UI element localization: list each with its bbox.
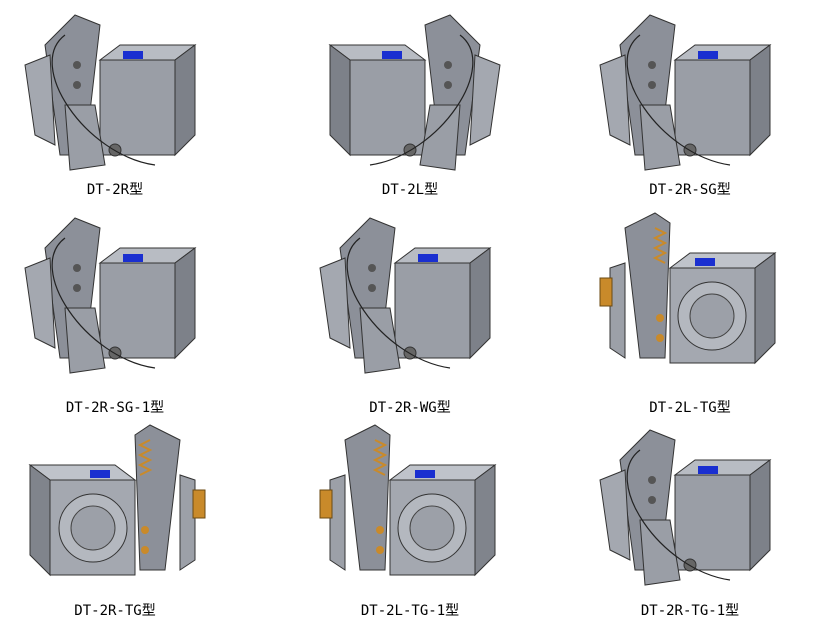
brake-model-image (300, 420, 520, 595)
brake-model-image (300, 208, 520, 383)
brake-model-image (580, 208, 800, 383)
model-card: DT-2L-TG-1型 (280, 420, 540, 620)
model-card: DT-2L-TG型 (560, 208, 820, 416)
brake-model-image (5, 5, 225, 180)
brake-model-image (580, 5, 800, 180)
model-label: DT-2R-WG型 (369, 400, 451, 416)
brake-model-image (5, 208, 225, 383)
brake-model-image (5, 420, 225, 595)
model-label: DT-2L-TG型 (649, 400, 731, 416)
model-label: DT-2R型 (86, 182, 144, 198)
model-label: DT-2L型 (381, 182, 439, 198)
model-card: DT-2L型 (280, 5, 540, 205)
model-card: DT-2R-TG型 (0, 420, 245, 620)
model-label: DT-2L-TG-1型 (360, 603, 460, 619)
model-card: DT-2R-SG-1型 (0, 208, 245, 416)
model-card: DT-2R-SG型 (560, 5, 820, 205)
brake-model-image (580, 420, 800, 595)
model-label: DT-2R-TG型 (74, 603, 156, 619)
brake-model-image (300, 5, 520, 180)
model-card: DT-2R-TG-1型 (560, 420, 820, 620)
model-card: DT-2R型 (0, 5, 245, 205)
model-label: DT-2R-TG-1型 (640, 603, 740, 619)
model-label: DT-2R-SG型 (649, 182, 731, 198)
model-label: DT-2R-SG-1型 (65, 400, 165, 416)
model-card: DT-2R-WG型 (280, 208, 540, 416)
